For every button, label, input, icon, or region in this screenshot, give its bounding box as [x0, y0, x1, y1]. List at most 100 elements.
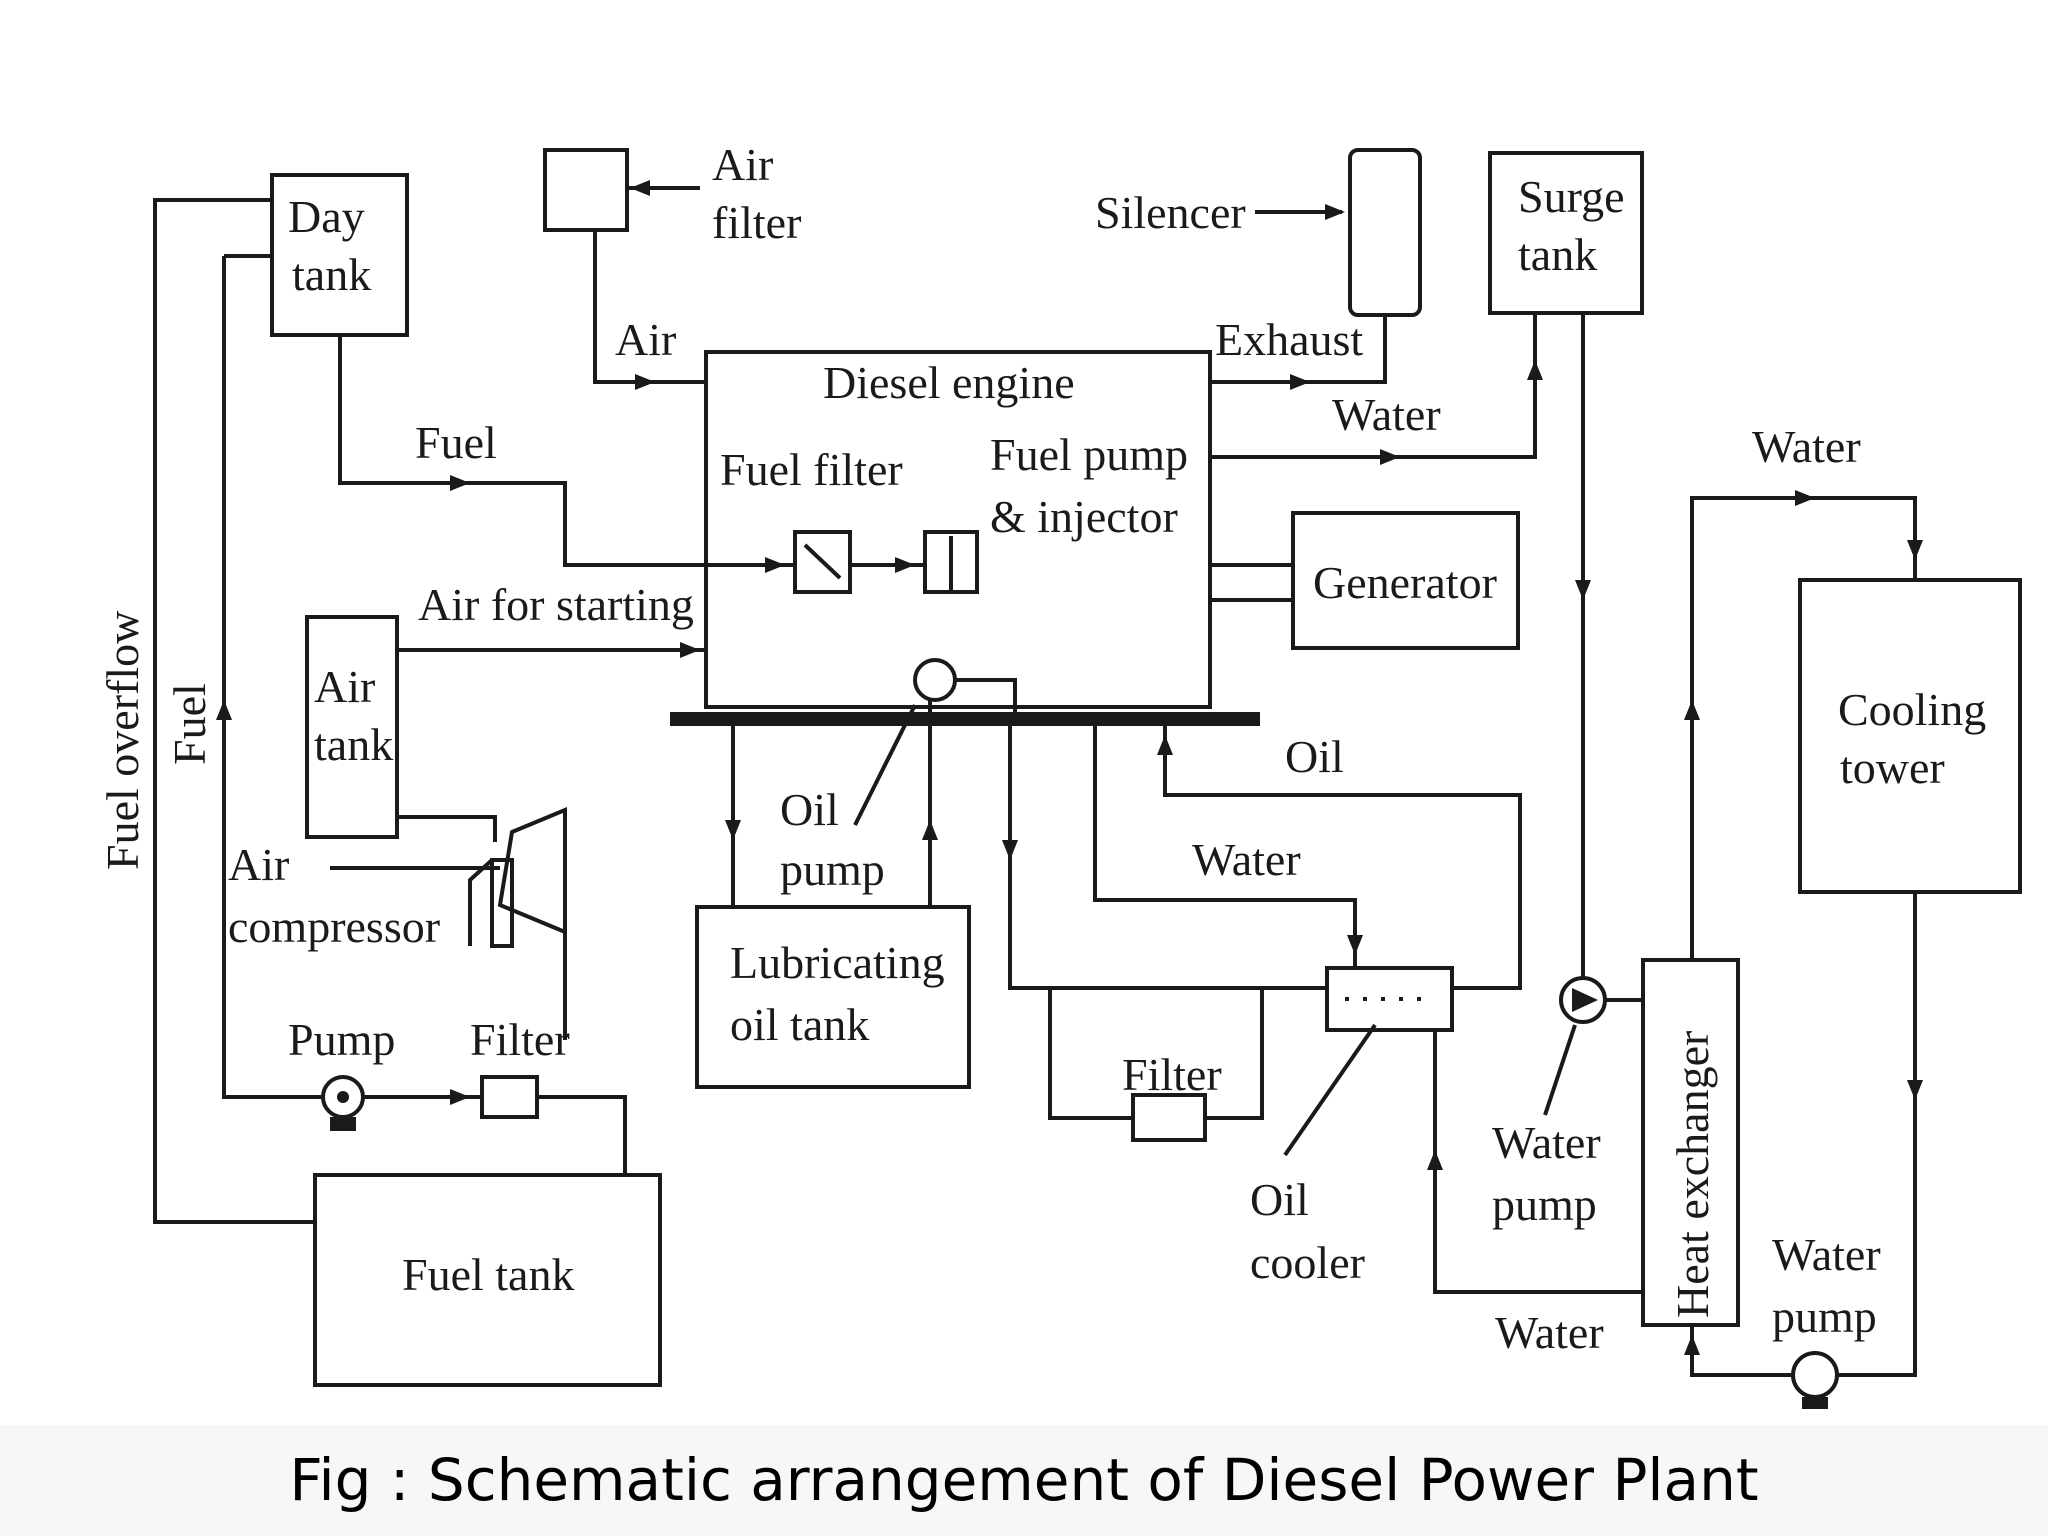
- water-engine-label: Water: [1332, 389, 1441, 440]
- water-cooler-label: Water: [1192, 834, 1301, 885]
- water-pump-2-icon: [1791, 1351, 1839, 1409]
- arrow-surge-down: [1575, 580, 1591, 600]
- arrow-surge-up: [1527, 360, 1543, 380]
- arrow-lube-up: [922, 820, 938, 840]
- water-pump-2-label-2: pump: [1772, 1291, 1877, 1342]
- caption-bar: [0, 1425, 2048, 1536]
- pipe-hx-water-return: [1433, 1030, 1643, 1294]
- oil-filter-box: [1131, 1093, 1207, 1142]
- fuel-tank-label: Fuel tank: [402, 1249, 574, 1300]
- generator-label: Generator: [1313, 557, 1497, 608]
- arrow-fuel-filter: [765, 557, 785, 573]
- pipe-fuel-overflow: [153, 198, 315, 1224]
- pipe-water-cooler: [1093, 726, 1357, 968]
- arrow-tower-down: [1907, 1080, 1923, 1100]
- pipe-exhaust: [1210, 315, 1387, 384]
- fuel-pump-label-2: & injector: [990, 491, 1178, 542]
- water-pump-leader: [1543, 1024, 1577, 1116]
- arrow-fuel: [450, 475, 470, 491]
- arrow-water-return: [1427, 1150, 1443, 1170]
- pump-label: Pump: [288, 1014, 395, 1065]
- diesel-plant-schematic: Day tank Air filter Silencer Surge tank …: [97, 139, 2022, 1409]
- filter-oil-label: Filter: [1122, 1049, 1222, 1100]
- air-compressor-label-2: compressor: [228, 901, 440, 952]
- arrow-air-starting: [680, 642, 700, 658]
- arrow-tower-in: [1907, 540, 1923, 560]
- oil-pump-leader: [853, 704, 917, 826]
- heat-exchanger-label: Heat exchanger: [1667, 1031, 1718, 1318]
- fuel-filter-symbol: [803, 543, 842, 580]
- figure-caption: Fig : Schematic arrangement of Diesel Po…: [289, 1446, 1759, 1514]
- oil-cooler-leader: [1283, 1023, 1377, 1157]
- fuel-filter-label: Fuel filter: [720, 444, 903, 495]
- water-pump-2-label-1: Water: [1772, 1229, 1881, 1280]
- filter-fuel-label: Filter: [470, 1014, 570, 1065]
- arrow-water-engine: [1380, 449, 1400, 465]
- arrow-hx-up: [1684, 700, 1700, 720]
- arrow-air-filter: [630, 180, 650, 196]
- diesel-engine-label: Diesel engine: [823, 357, 1075, 408]
- lubricating-label-2: oil tank: [730, 999, 869, 1050]
- fuel-tank-box: [313, 1173, 662, 1387]
- fuel-vertical-label: Fuel: [164, 683, 215, 765]
- day-tank-label-2: tank: [292, 249, 371, 300]
- surge-tank-box: [1488, 151, 1644, 315]
- water-pump-1-label-2: pump: [1492, 1179, 1597, 1230]
- arrow-pump-filter: [450, 1089, 470, 1105]
- water-pump-1-icon: [1559, 976, 1607, 1024]
- arrow-fuel-up: [216, 700, 232, 720]
- pipe-oil-filter-loop: [1048, 988, 1264, 1120]
- arrow-oil-down: [1002, 840, 1018, 860]
- oil-pump-label-2: pump: [780, 844, 885, 895]
- air-filter-label-2: filter: [712, 197, 801, 248]
- fuel-pump-icon: [321, 1075, 365, 1131]
- pipe-airtank-compressor: [397, 815, 497, 842]
- arrow-silencer: [1325, 204, 1345, 220]
- day-tank-label-1: Day: [288, 191, 365, 242]
- fuel-pump-label-1: Fuel pump: [990, 429, 1188, 480]
- fuel-overflow-label: Fuel overflow: [97, 610, 148, 870]
- arrow-oil-return: [1157, 735, 1173, 755]
- air-compressor-label-1: Air: [228, 839, 289, 890]
- fuel-filter-small-box: [480, 1075, 539, 1119]
- arrow-hx-bottom: [1684, 1335, 1700, 1355]
- arrow-tower-top: [1795, 490, 1815, 506]
- oil-label: Oil: [1285, 731, 1344, 782]
- air-tank-label-2: tank: [314, 719, 393, 770]
- arrow-injector: [895, 557, 915, 573]
- surge-tank-label-2: tank: [1518, 229, 1597, 280]
- cooling-tower-label-2: tower: [1840, 742, 1945, 793]
- oil-cooler-label-1: Oil: [1250, 1174, 1309, 1225]
- pipe-air-filter-to-engine: [593, 230, 706, 384]
- oil-cooler-label-2: cooler: [1250, 1237, 1365, 1288]
- oil-pump-icon: [913, 658, 1017, 712]
- air-filter-label-1: Air: [712, 139, 773, 190]
- pipe-filter-fueltank: [537, 1095, 627, 1175]
- pipe-oil-to-cooler: [1008, 726, 1327, 990]
- lubricating-label-1: Lubricating: [730, 937, 945, 988]
- air-for-starting-label: Air for starting: [418, 579, 694, 630]
- surge-tank-label-1: Surge: [1518, 171, 1625, 222]
- arrow-air-engine: [635, 374, 655, 390]
- arrow-lube-down: [725, 820, 741, 840]
- water-pump-1-label-1: Water: [1492, 1117, 1601, 1168]
- exhaust-label: Exhaust: [1215, 314, 1363, 365]
- pipe-tower-to-pump: [1837, 892, 1917, 1377]
- water-bottom-label: Water: [1495, 1307, 1604, 1358]
- pipe-fuel-supply: [222, 256, 323, 1099]
- water-tower-label: Water: [1752, 421, 1861, 472]
- arrow-exhaust: [1290, 374, 1310, 390]
- arrow-water-cooler: [1347, 935, 1363, 955]
- cooling-tower-label-1: Cooling: [1838, 684, 1986, 735]
- air-tank-box: [305, 615, 399, 839]
- cooling-tower-box: [1798, 578, 2022, 894]
- air-label: Air: [615, 314, 676, 365]
- air-tank-label-1: Air: [314, 661, 375, 712]
- pipe-oil-return: [1163, 726, 1522, 990]
- lubricating-oil-tank-box: [695, 905, 971, 1089]
- generator-box: [1291, 511, 1520, 650]
- oil-pump-label-1: Oil: [780, 784, 839, 835]
- fuel-label: Fuel: [415, 417, 497, 468]
- silencer-box: [1348, 148, 1422, 317]
- pipe-day-tank-to-engine: [338, 335, 795, 567]
